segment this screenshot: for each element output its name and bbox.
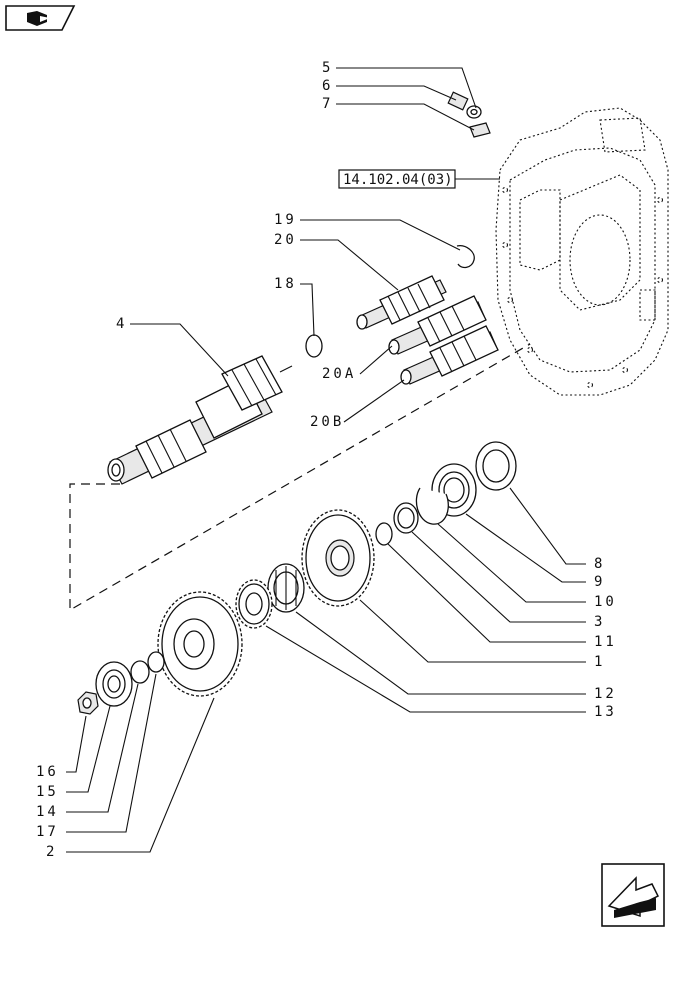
callout-10[interactable]: 10 [594,594,617,610]
assembly-dashed-line [69,343,531,612]
callout-labels: 5 6 7 19 20 18 4 20A 20B 8 9 10 3 11 1 1… [36,60,617,860]
callout-17[interactable]: 17 [36,824,59,840]
next-page-arrow-icon[interactable] [601,863,665,927]
shaft-20a [388,295,487,355]
main-shaft-4 [107,355,293,485]
callout-20a[interactable]: 20A [322,366,356,382]
callout-18[interactable]: 18 [274,276,297,292]
o-ring [305,334,323,358]
snap-ring-10 [415,487,449,525]
reference-label[interactable]: 14.102.04(03) [338,169,500,189]
callout-1[interactable]: 1 [594,654,602,670]
nut-16 [77,691,99,715]
spacer-17 [147,651,165,673]
shaft-20 [356,275,447,330]
ring-3 [393,502,419,534]
gear-13 [235,579,273,629]
callout-4[interactable]: 4 [116,316,124,332]
gear-2 [157,591,243,697]
bearing-8 [475,441,517,491]
leader-lines [66,67,586,853]
gearbox-housing [495,107,669,396]
callout-15[interactable]: 15 [36,784,59,800]
callout-11[interactable]: 11 [594,634,617,650]
callout-19[interactable]: 19 [274,212,297,228]
callout-12[interactable]: 12 [594,686,617,702]
callout-16[interactable]: 16 [36,764,59,780]
callout-20b[interactable]: 20B [310,414,344,430]
needle-bearing-12 [267,563,305,613]
callout-14[interactable]: 14 [36,804,59,820]
gear-1 [301,509,375,607]
callout-5[interactable]: 5 [322,60,330,76]
callout-2[interactable]: 2 [46,844,54,860]
washer-14 [130,660,150,684]
ring-11 [375,522,393,546]
callout-3[interactable]: 3 [594,614,602,630]
callout-20[interactable]: 20 [274,232,297,248]
book-icon[interactable] [5,5,76,31]
callout-9[interactable]: 9 [594,574,602,590]
bearing-15 [95,661,133,707]
circlip [456,245,475,269]
callout-8[interactable]: 8 [594,556,602,572]
callout-13[interactable]: 13 [594,704,617,720]
callout-6[interactable]: 6 [322,78,330,94]
reference-text: 14.102.04(03) [343,172,453,188]
callout-7[interactable]: 7 [322,96,330,112]
shaft-20b [400,325,499,385]
